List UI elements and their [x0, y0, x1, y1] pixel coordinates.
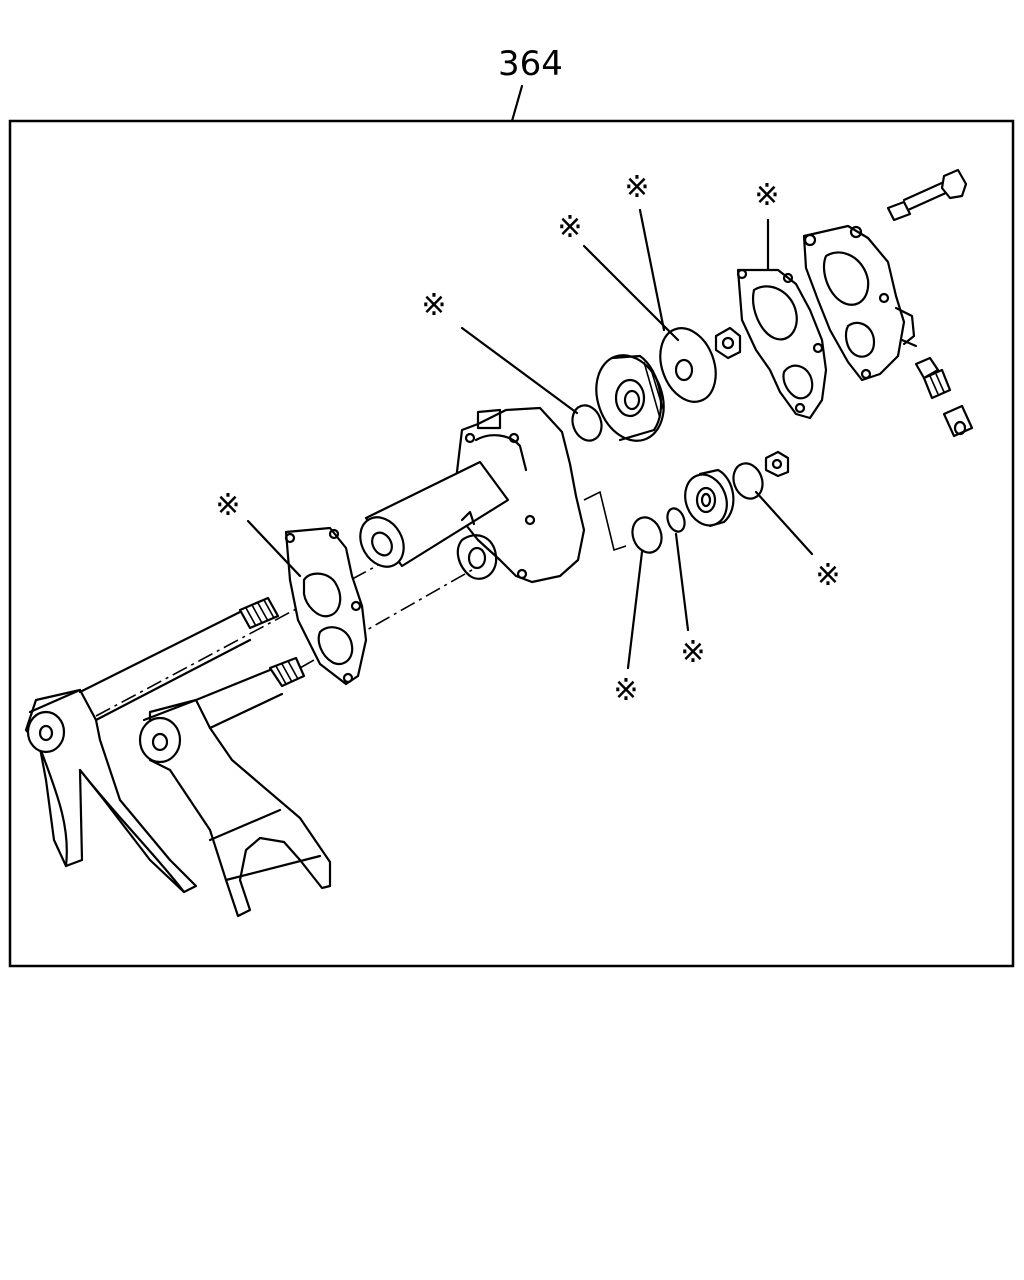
screw-small	[886, 200, 912, 222]
reference-leader-line	[510, 84, 524, 123]
gasket-left	[284, 526, 368, 686]
nut-lower	[764, 450, 790, 478]
piston-lower	[684, 468, 735, 528]
shift-fork-left	[24, 688, 198, 894]
end-cover	[802, 224, 918, 382]
washer-upper	[659, 327, 717, 403]
nut-upper	[714, 326, 742, 360]
fitting-2	[922, 368, 952, 400]
callout-marker-washer-upper: ※	[557, 210, 583, 245]
fitting-1	[914, 356, 940, 380]
piston-upper	[595, 354, 665, 442]
center-jog-line	[583, 490, 627, 552]
callout-marker-o-ring-upper: ※	[421, 288, 447, 323]
o-ring-lower	[631, 516, 663, 554]
callout-marker-washer-ring: ※	[624, 170, 650, 205]
shift-rod-lower	[194, 656, 306, 730]
o-ring-upper	[571, 404, 603, 442]
shift-housing	[359, 406, 586, 584]
o-ring-right	[732, 462, 764, 500]
o-ring-small	[666, 507, 686, 533]
callout-marker-o-ring-small: ※	[680, 635, 706, 670]
callout-marker-o-ring-lower: ※	[613, 673, 639, 708]
gasket-right	[736, 268, 828, 420]
callout-marker-gasket-left: ※	[215, 488, 241, 523]
callout-leaders	[246, 208, 814, 670]
shift-fork-middle	[138, 698, 332, 918]
callout-marker-o-ring-right: ※	[815, 558, 841, 593]
shift-rod-upper	[78, 596, 280, 722]
callout-marker-gasket-right: ※	[754, 178, 780, 213]
fitting-3	[942, 404, 974, 438]
reference-number: 364	[498, 44, 563, 84]
cover-bolt	[902, 168, 968, 212]
